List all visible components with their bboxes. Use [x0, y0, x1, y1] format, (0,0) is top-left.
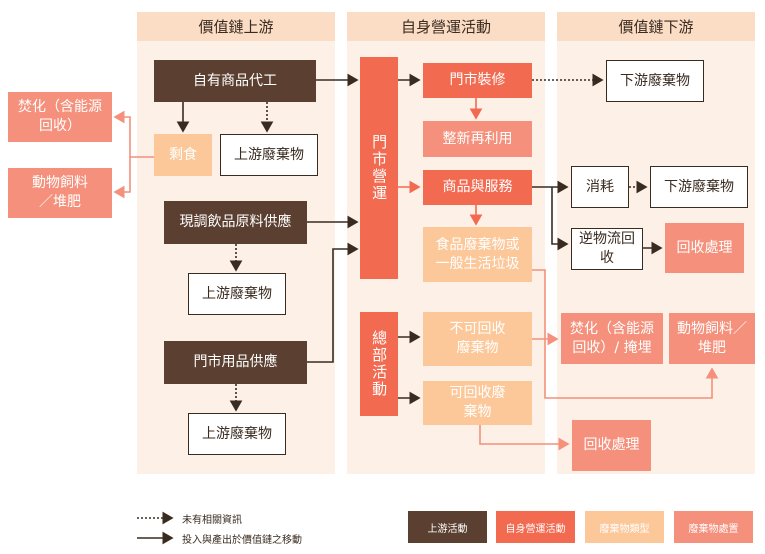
- feed-compost-right-box: 動物飼料／堆肥: [669, 313, 755, 364]
- refurbish-reuse-box: 整新再利用: [423, 121, 532, 157]
- legend-solid-label: 投入與產出於價值鏈之移動: [182, 534, 302, 546]
- products-services-box: 商品與服務: [423, 170, 532, 205]
- upstream-waste-box-3: 上游廢棄物: [188, 413, 286, 455]
- legend-dotted-label: 未有相關資訊: [182, 514, 242, 526]
- upstream-waste-box-1: 上游廢棄物: [220, 134, 318, 176]
- downstream-header: 價值鏈下游: [557, 12, 755, 41]
- store-renovation-box: 門市裝修: [423, 63, 532, 98]
- legend-waste-disposal: 廢棄物處置: [674, 511, 753, 543]
- recycling-box-2: 回收處理: [572, 420, 651, 471]
- leftover-food-box: 剩食: [154, 134, 212, 176]
- feed-compost-left-box: 動物飼料／堆肥: [8, 168, 112, 218]
- consumption-box: 消耗: [571, 166, 629, 208]
- recyclable-waste-box: 可回收廢棄物: [423, 381, 532, 425]
- upstream-waste-box-2: 上游廢棄物: [188, 273, 286, 315]
- upstream-header: 價值鏈上游: [137, 12, 335, 41]
- legend-upstream-activity: 上游活動: [408, 511, 487, 543]
- non-recyclable-waste-box: 不可回收廢棄物: [423, 312, 532, 366]
- operations-header: 自身營運活動: [347, 12, 545, 41]
- legend-own-activity: 自身營運活動: [496, 511, 575, 543]
- food-waste-box: 食品廢棄物或一般生活垃圾: [423, 227, 532, 282]
- incineration-left-box: 焚化（含能源回收）: [8, 92, 112, 142]
- beverage-supply-box: 現調飲品原料供應: [164, 201, 307, 244]
- store-operations-box: 門市營運: [360, 57, 398, 279]
- downstream-waste-box-1: 下游廢棄物: [606, 60, 704, 102]
- store-supply-box: 門市用品供應: [164, 341, 307, 384]
- downstream-waste-box-2: 下游廢棄物: [650, 166, 748, 208]
- hq-activities-box: 總部活動: [360, 312, 398, 416]
- legend-waste-type: 廢棄物類型: [585, 511, 664, 543]
- recycling-box-1: 回收處理: [665, 223, 744, 273]
- reverse-logistics-box: 逆物流回收: [571, 228, 643, 270]
- own-oem-box: 自有商品代工: [154, 60, 316, 102]
- incineration-landfill-box: 焚化（含能源回收）/ 掩埋: [561, 313, 663, 364]
